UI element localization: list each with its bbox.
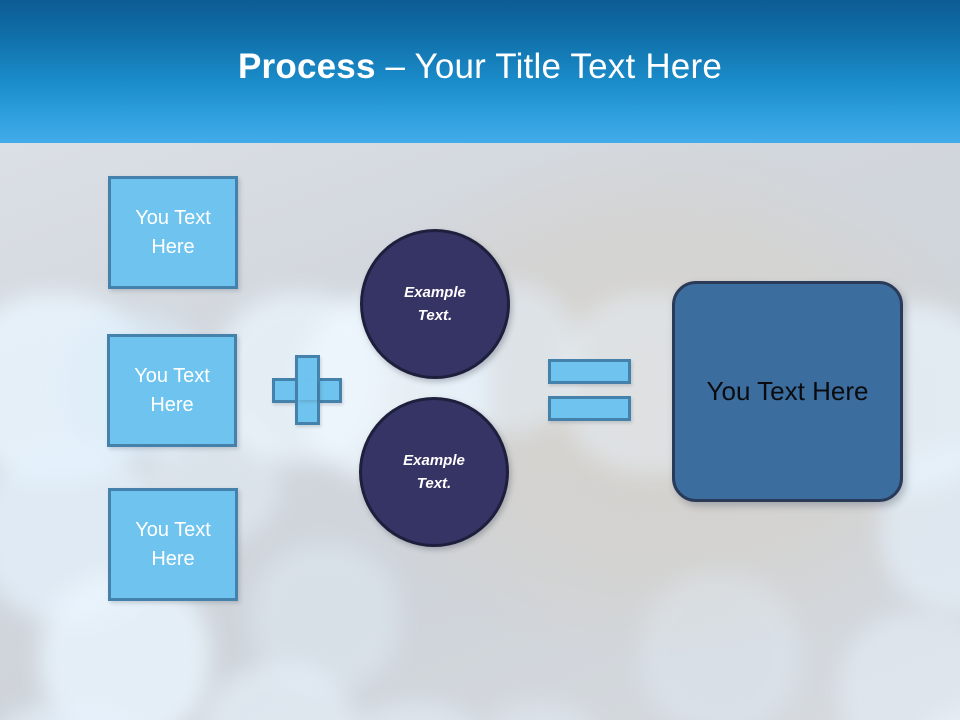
input-box-3-label: You Text Here	[135, 518, 211, 570]
input-box-2-label: You Text Here	[134, 364, 210, 416]
page-title: Process – Your Title Text Here	[0, 45, 960, 89]
example-circle-1-line1: Example	[404, 284, 466, 301]
equals-icon-bottom-bar	[548, 396, 631, 421]
result-box-label: You Text Here	[706, 376, 869, 406]
example-circle-1[interactable]: Example Text.	[360, 229, 510, 379]
example-circle-2[interactable]: Example Text.	[359, 397, 509, 547]
plus-icon-center-fill	[298, 381, 317, 400]
example-circle-2-line2: Text.	[416, 475, 452, 492]
result-box[interactable]: You Text Here	[672, 281, 903, 502]
equals-icon-top-bar	[548, 359, 631, 384]
page-title-light: – Your Title Text Here	[375, 47, 722, 86]
header-banner: Process – Your Title Text Here	[0, 0, 960, 143]
input-box-1-label: You Text Here	[135, 206, 211, 258]
equals-icon	[548, 359, 631, 421]
input-box-2[interactable]: You Text Here	[107, 334, 237, 447]
plus-icon	[272, 355, 342, 425]
input-box-3[interactable]: You Text Here	[108, 488, 238, 601]
example-circle-1-line2: Text.	[417, 307, 453, 324]
page-title-strong: Process	[238, 47, 376, 86]
input-box-1[interactable]: You Text Here	[108, 176, 238, 289]
example-circle-2-line1: Example	[403, 452, 465, 469]
